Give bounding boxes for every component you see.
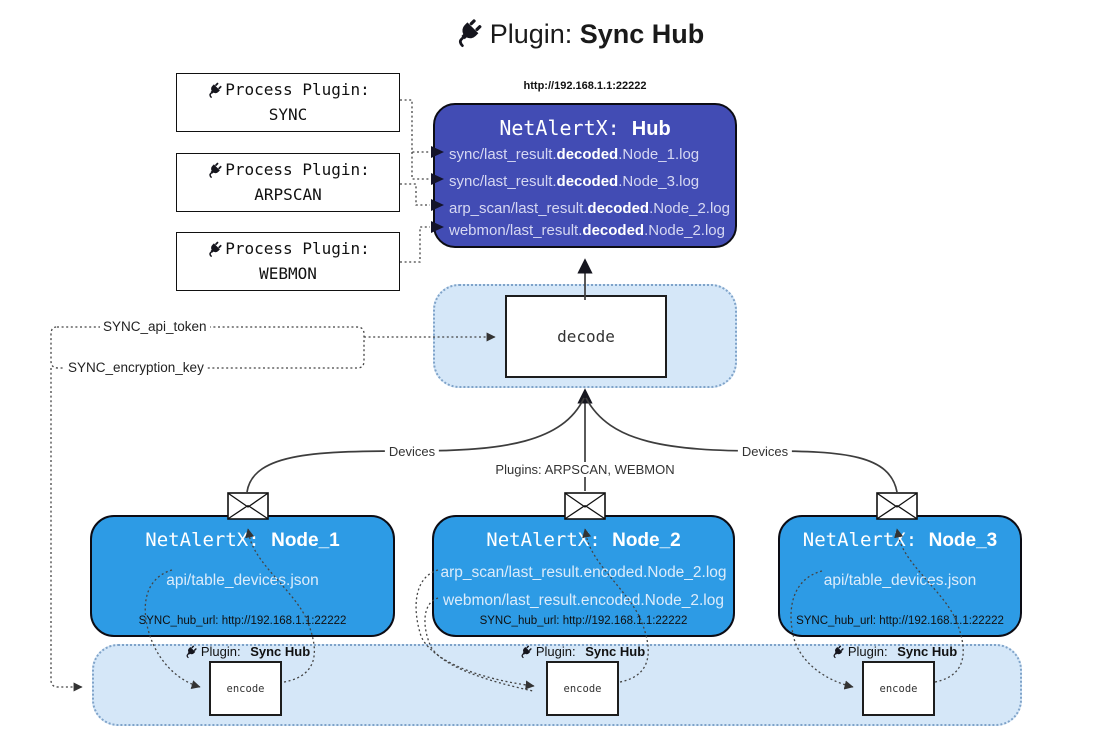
hub-log-line: arp_scan/last_result.decoded.Node_2.log — [449, 200, 730, 217]
band-plugin-label: Plugin: Sync Hub — [831, 644, 957, 659]
encode-box: encode — [546, 661, 619, 716]
node-file-line: api/table_devices.json — [823, 572, 977, 589]
process-plugin-name: SYNC — [268, 104, 308, 124]
node-title: NetAlertX: Node_1 — [145, 529, 340, 551]
node-hub-url: SYNC_hub_url: http://192.168.1.1:22222 — [796, 615, 1004, 627]
edge-label-devices-left: Devices — [384, 444, 440, 459]
node-file-line: webmon/last_result.encoded.Node_2.log — [443, 592, 724, 609]
hub-log-line: webmon/last_result.decoded.Node_2.log — [449, 222, 725, 239]
hub-log-line: sync/last_result.decoded.Node_3.log — [449, 173, 700, 190]
process-plugin-label: Process Plugin: — [225, 79, 370, 99]
node-hub-url: SYNC_hub_url: http://192.168.1.1:22222 — [138, 615, 347, 627]
plug-icon — [831, 645, 845, 659]
process-plugin-label: Process Plugin: — [225, 238, 370, 258]
plug-icon — [206, 241, 223, 258]
band-plugin-label: Plugin: Sync Hub — [184, 644, 310, 659]
title-prefix: Plugin: — [489, 19, 573, 49]
process-plugin-label: Process Plugin: — [225, 159, 370, 179]
node-hub-url: SYNC_hub_url: http://192.168.1.1:22222 — [479, 615, 688, 627]
envelope-icon — [876, 492, 918, 520]
plug-icon — [206, 162, 223, 179]
node-file-line: api/table_devices.json — [166, 572, 319, 589]
decode-box: decode — [505, 295, 667, 378]
process-plugin-name: WEBMON — [259, 263, 317, 283]
process-plugin-box-arpscan: Process Plugin: ARPSCAN — [176, 153, 400, 212]
node-title: NetAlertX: Node_3 — [802, 529, 998, 551]
node-file-line: arp_scan/last_result.encoded.Node_2.log — [440, 564, 727, 581]
hub-log-line: sync/last_result.decoded.Node_1.log — [449, 146, 700, 163]
hub-title: NetAlertX: Hub — [499, 116, 671, 140]
node-box-1: NetAlertX: Node_1 api/table_devices.json… — [90, 515, 395, 637]
process-plugin-box-webmon: Process Plugin: WEBMON — [176, 232, 400, 291]
plug-icon — [519, 645, 533, 659]
node-box-3: NetAlertX: Node_3 api/table_devices.json… — [778, 515, 1022, 637]
page-title: Plugin: Sync Hub — [20, 18, 1117, 50]
encode-box: encode — [862, 661, 935, 716]
title-name: Sync Hub — [579, 19, 705, 49]
process-plugin-box-sync: Process Plugin: SYNC — [176, 73, 400, 132]
plug-icon — [453, 18, 484, 49]
envelope-icon — [564, 492, 606, 520]
node-title: NetAlertX: Node_2 — [486, 529, 681, 551]
sync-api-token-label: SYNC_api_token — [100, 319, 210, 334]
sync-encryption-key-label: SYNC_encryption_key — [65, 360, 207, 375]
plug-icon — [206, 82, 223, 99]
node-box-2: NetAlertX: Node_2 arp_scan/last_result.e… — [432, 515, 735, 637]
envelope-icon — [227, 492, 269, 520]
band-plugin-label: Plugin: Sync Hub — [519, 644, 645, 659]
edge-label-devices-right: Devices — [737, 444, 793, 459]
hub-box: NetAlertX: Hub sync/last_result.decoded.… — [433, 103, 737, 248]
encode-box: encode — [209, 661, 282, 716]
hub-url-label: http://192.168.1.1:22222 — [523, 80, 647, 92]
edge-label-plugins: Plugins: ARPSCAN, WEBMON — [491, 462, 679, 477]
process-plugin-name: ARPSCAN — [254, 184, 322, 204]
plug-icon — [184, 645, 198, 659]
